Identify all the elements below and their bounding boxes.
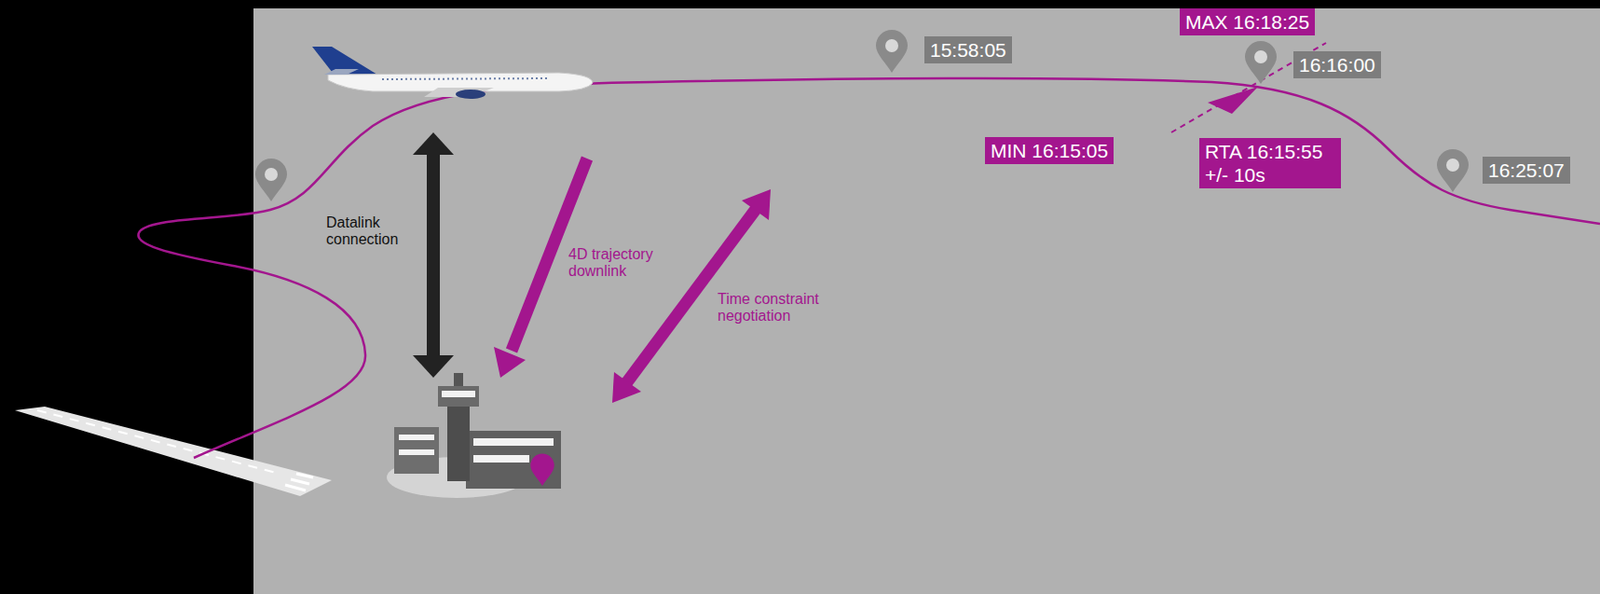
window-band	[398, 449, 435, 455]
tower-window	[441, 390, 476, 397]
arrow-head	[412, 132, 454, 155]
rta-pointer	[1207, 86, 1259, 114]
tower-cab	[437, 385, 479, 407]
tail-fin	[312, 46, 378, 77]
aircraft	[312, 46, 593, 99]
building-block	[465, 430, 561, 489]
threshold-stripe	[290, 478, 310, 484]
pin-dot	[1254, 50, 1268, 64]
time-text: 15:58:05	[929, 38, 1007, 62]
cabin-windows	[382, 78, 550, 80]
waypoint-time-box: 15:58:05	[924, 36, 1012, 64]
rta-box: RTA 16:15:55 +/- 10s	[1199, 137, 1341, 189]
time-text: MAX 16:18:25	[1185, 10, 1310, 34]
window-band	[473, 437, 554, 446]
building-block	[394, 426, 439, 474]
runway-threshold	[285, 473, 314, 491]
tower-antenna	[453, 372, 464, 386]
arrow-head	[493, 346, 526, 378]
tower-pin	[530, 453, 555, 487]
background-panel	[253, 8, 1600, 594]
arrow-label: 4D trajectory downlink	[568, 246, 671, 280]
max-time-box: MAX 16:18:25	[1179, 8, 1315, 36]
time-text: RTA 16:15:55 +/- 10s	[1204, 139, 1336, 187]
waypoint-time-box: 16:25:07	[1482, 156, 1571, 184]
min-time-box: MIN 16:15:05	[984, 136, 1114, 165]
threshold-stripe	[285, 484, 306, 491]
window-band	[398, 434, 435, 440]
time-text: MIN 16:15:05	[990, 138, 1108, 163]
arrow-label: Datalink connection	[326, 214, 415, 248]
stabilizer	[324, 68, 359, 75]
waypoint-pin	[875, 29, 908, 73]
datalink-arrow	[412, 132, 454, 378]
arrow-head	[612, 371, 642, 403]
waypoint-time-box: 16:16:00	[1293, 51, 1382, 79]
time-text: 16:25:07	[1488, 158, 1565, 182]
pin-dot	[885, 39, 899, 53]
arrow-label: Time constraint negotiation	[717, 290, 835, 325]
arrow-shaft	[426, 151, 440, 358]
time-text: 16:16:00	[1299, 53, 1376, 77]
control-tower	[386, 372, 561, 498]
arrow-head	[412, 355, 454, 378]
pin-dot	[264, 167, 278, 181]
pin-dot	[1446, 158, 1460, 172]
waypoint-pin	[1244, 41, 1277, 84]
arrow-head	[741, 189, 771, 220]
tower-shaft	[447, 402, 470, 481]
runway-centerline	[37, 410, 280, 474]
engine	[455, 89, 486, 99]
waypoint-pin	[1436, 149, 1469, 192]
window-band	[473, 454, 530, 463]
threshold-stripe	[296, 473, 314, 478]
trajectory-path	[137, 78, 1600, 458]
waypoint-pin	[255, 158, 288, 202]
